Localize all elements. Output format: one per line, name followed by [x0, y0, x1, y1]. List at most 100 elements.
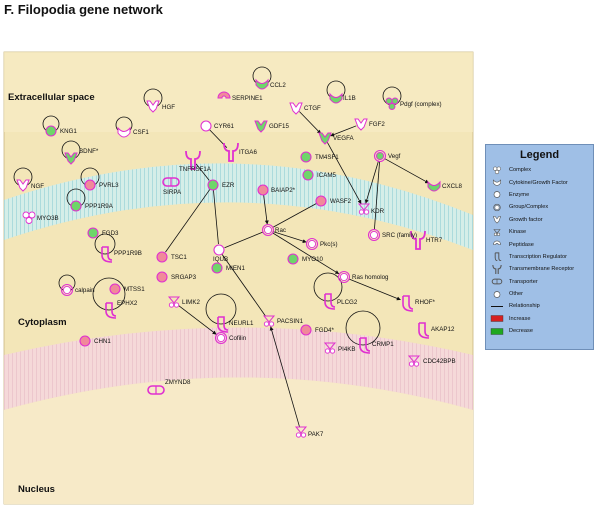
- node-label-pi4kb: PI4KB: [338, 346, 356, 353]
- node-ccl2[interactable]: CCL2: [255, 78, 286, 90]
- node-icam5[interactable]: ICAM5: [302, 169, 336, 181]
- node-label-serpine1: SERPINE1: [232, 95, 263, 102]
- node-label-pkc-s: Pkc(s): [320, 241, 338, 248]
- node-ppp1r9a[interactable]: PPP1R9A: [70, 200, 114, 212]
- node-pvrl3[interactable]: PVRL3: [84, 179, 119, 191]
- node-tnfrsf1a[interactable]: TNFRSF1A: [179, 150, 212, 173]
- node-sirpa[interactable]: SIRPA: [162, 177, 182, 196]
- node-label-mtss1: MTSS1: [124, 286, 145, 293]
- legend-item-kinase: Kinase: [486, 226, 593, 238]
- edge-vegf-to-kdr: [364, 160, 379, 204]
- node-cyr61[interactable]: CYR61: [200, 120, 235, 132]
- node-il1b[interactable]: IL1B: [329, 92, 356, 104]
- node-label-kdr: KDR: [371, 208, 385, 215]
- node-cdc42bpb[interactable]: CDC42BPB: [407, 355, 456, 367]
- node-ephx2[interactable]: EPHX2: [105, 300, 138, 319]
- node-neurl1[interactable]: NEURL1: [217, 316, 254, 333]
- node-label-fgf2: FGF2: [369, 121, 385, 128]
- node-myo10[interactable]: MYO10: [287, 253, 324, 265]
- node-ezr[interactable]: EZR: [207, 179, 235, 191]
- node-rac[interactable]: Rac: [261, 223, 287, 237]
- node-akap12[interactable]: AKAP12: [418, 322, 455, 339]
- legend-title: Legend: [519, 149, 560, 161]
- node-itga6[interactable]: ITGA6: [223, 142, 257, 162]
- node-tm4sf1[interactable]: TM4SF1: [300, 151, 339, 163]
- legend-item-cytokine-growth-factor: Cytokine/Growth Factor: [486, 176, 593, 188]
- plasma-membrane-texture: [4, 163, 473, 250]
- node-label-icam5: ICAM5: [317, 172, 336, 179]
- legend-item-label: Transcription Regulator: [509, 253, 567, 260]
- node-label-cofilin: Cofilin: [229, 335, 247, 342]
- edge-vegfa-to-kdr: [327, 142, 362, 205]
- node-plcg2[interactable]: PLCG2: [324, 293, 358, 310]
- node-vegf[interactable]: Vegf: [373, 149, 401, 163]
- node-label-rac: Rac: [275, 227, 286, 234]
- node-fgd4[interactable]: FGD4*: [300, 324, 335, 336]
- node-label-wasf2: WASF2: [330, 198, 352, 205]
- node-gdf15[interactable]: GDF15: [254, 120, 290, 133]
- node-pi4kb[interactable]: PI4KB: [323, 342, 356, 354]
- node-ctgf[interactable]: CTGF: [289, 102, 321, 115]
- node-csf1[interactable]: CSF1: [117, 126, 149, 138]
- self-loop-neurl1: [205, 293, 237, 325]
- legend-item-decrease: Decrease: [486, 325, 593, 337]
- transporter-icon: [490, 277, 504, 286]
- node-htr7[interactable]: HTR7: [410, 230, 443, 250]
- node-chn1[interactable]: CHN1: [79, 335, 111, 347]
- node-fgd3[interactable]: FGD3: [87, 227, 119, 239]
- node-label-myo3b: MYO3B: [37, 215, 59, 222]
- node-pacsin1[interactable]: PACSIN1: [262, 315, 304, 327]
- node-serpine1[interactable]: SERPINE1: [217, 91, 263, 102]
- node-label-bdnf: BDNF*: [79, 148, 99, 155]
- node-rhof[interactable]: RHOF*: [402, 295, 436, 312]
- node-mien1[interactable]: MIEN1: [211, 262, 245, 274]
- node-label-plcg2: PLCG2: [337, 299, 358, 306]
- node-myo3b[interactable]: MYO3B: [22, 211, 59, 224]
- node-kdr[interactable]: KDR: [357, 203, 385, 215]
- node-pdgf-complex[interactable]: Pdgf (complex): [385, 97, 442, 110]
- node-limk2[interactable]: LIMK2: [167, 296, 200, 308]
- node-src-family[interactable]: SRC (family): [367, 228, 418, 242]
- node-label-srgap3: SRGAP3: [171, 274, 197, 281]
- node-cofilin[interactable]: Cofilin: [214, 331, 247, 345]
- peptidase-icon: [490, 240, 504, 249]
- node-calpain[interactable]: calpain: [60, 283, 96, 297]
- node-srgap3[interactable]: SRGAP3: [156, 271, 197, 283]
- node-fgf2[interactable]: FGF2: [354, 118, 385, 131]
- node-pak7[interactable]: PAK7: [294, 426, 324, 438]
- legend-item-increase: Increase: [486, 313, 593, 325]
- figure-title: F. Filopodia gene network: [4, 2, 163, 17]
- edge-limk2-to-cofilin: [177, 304, 217, 335]
- node-label-cyr61: CYR61: [214, 123, 235, 130]
- node-pkc-s[interactable]: Pkc(s): [305, 237, 338, 251]
- node-baiap2[interactable]: BAIAP2*: [257, 184, 296, 196]
- node-tsc1[interactable]: TSC1: [156, 251, 187, 263]
- node-zmynd8[interactable]: ZMYND8: [147, 379, 191, 395]
- node-iqub[interactable]: IQUB: [213, 244, 228, 263]
- node-label-fgd3: FGD3: [102, 230, 119, 237]
- node-label-akap12: AKAP12: [431, 326, 455, 333]
- other-icon: [490, 290, 504, 299]
- region-cytoplasm-label: Cytoplasm: [18, 317, 67, 328]
- node-ppp1r9b[interactable]: PPP1R9B: [101, 246, 142, 263]
- legend-item-label: Group/Complex: [509, 204, 549, 211]
- self-loop-ephx2: [92, 277, 126, 311]
- kinase-icon: [490, 228, 504, 237]
- legend-item-transporter: Transporter: [486, 276, 593, 288]
- node-vegfa[interactable]: VEGFA: [318, 132, 355, 145]
- node-mtss1[interactable]: MTSS1: [109, 283, 145, 295]
- node-label-pdgf-complex: Pdgf (complex): [400, 101, 442, 108]
- node-cxcl8[interactable]: CXCL8: [427, 180, 463, 192]
- node-wasf2[interactable]: WASF2: [315, 195, 352, 207]
- growth-factor-icon: [490, 215, 504, 224]
- edge-fgf2-to-vegfa: [330, 125, 357, 137]
- node-label-zmynd8: ZMYND8: [165, 379, 191, 386]
- node-bdnf[interactable]: BDNF*: [64, 148, 99, 165]
- legend-item-label: Complex: [509, 167, 532, 174]
- node-ras-homolog[interactable]: Ras homolog: [337, 270, 390, 284]
- node-hgf[interactable]: HGF: [146, 100, 175, 113]
- node-crmp1[interactable]: CRMP1: [359, 337, 394, 354]
- node-kng1[interactable]: KNG1: [45, 125, 77, 137]
- node-ngf[interactable]: NGF: [16, 179, 44, 192]
